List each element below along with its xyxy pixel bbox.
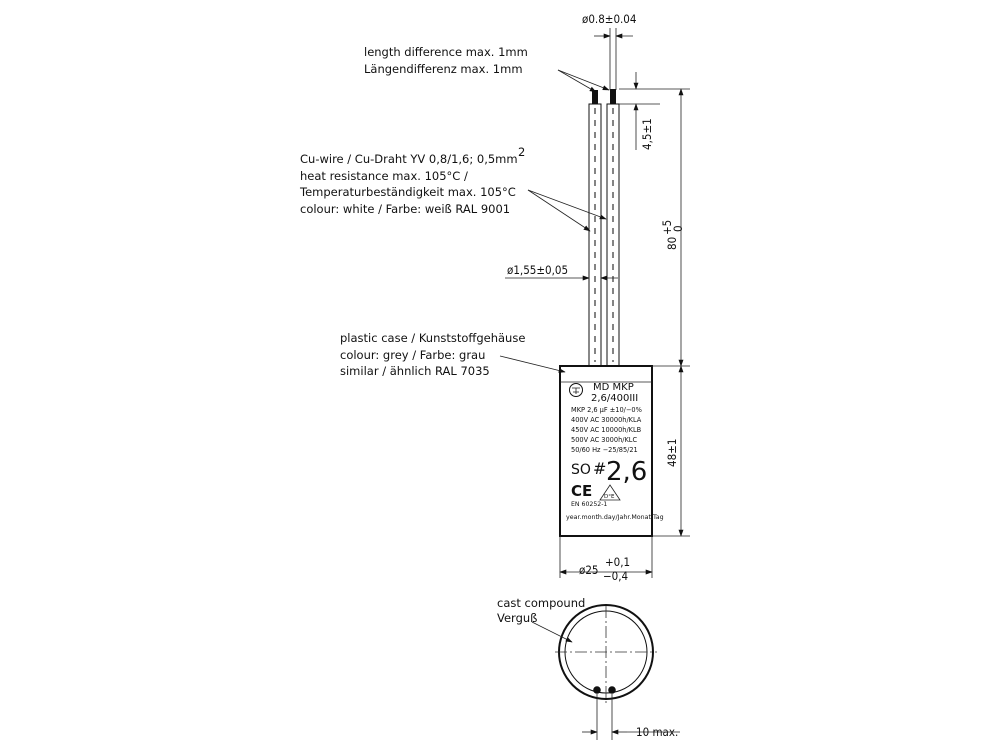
right-wire-bare-end [610, 89, 616, 104]
dim-lead-length: 80 +5 0 [652, 88, 690, 367]
note-compound-line2: Verguß [497, 611, 537, 625]
plastic-case [559, 365, 653, 537]
note-wire-line2: heat resistance max. 105°C / [300, 169, 468, 183]
label-brand-line1: MD MKP [593, 382, 634, 393]
brand-logo-icon [569, 383, 583, 397]
note-wire-spec: Cu-wire / Cu-Draht YV 0,8/1,6; 0,5mm 2 h… [299, 145, 607, 232]
note-length-difference: length difference max. 1mm Längendiffere… [364, 45, 610, 93]
dim-body-diameter-base: ø25 [579, 563, 599, 577]
dim-strip-length: 4,5±1 [619, 72, 690, 150]
wire-leads [588, 89, 620, 367]
ce-mark: CE [571, 482, 592, 500]
dim-body-height: 48±1 [652, 365, 690, 537]
dim-wire-diameter: ø0.8±0.04 [582, 12, 636, 90]
note-compound-line1: cast compound [497, 596, 585, 610]
dim-lead-length-tol-upper: +5 [660, 220, 674, 235]
note-case-line1: plastic case / Kunststoffgehäuse [340, 331, 525, 345]
capacitor-body [559, 365, 653, 537]
dim-body-diameter-tol-upper: +0,1 [605, 555, 630, 569]
case-label: MD MKP 2,6/400III MKP 2,6 µF ±10/−0% 400… [566, 382, 664, 521]
label-brand-line2: 2,6/400III [591, 393, 638, 404]
dim-lead-spacing: 10 max. [582, 694, 680, 740]
lead-hole-left [593, 686, 601, 694]
approval-mark-text: D°E [604, 494, 615, 500]
label-spec-3: 450V AC 10000h/KLB [571, 426, 642, 434]
label-model-prefix: SO [571, 462, 591, 478]
approval-triangle-icon [599, 484, 621, 501]
dim-lead-length-base: 80 [665, 237, 679, 250]
label-standard: EN 60252-1 [571, 501, 607, 508]
dim-lead-length-tol-lower: 0 [671, 225, 685, 232]
note-plastic-case: plastic case / Kunststoffgehäuse colour:… [340, 331, 566, 378]
label-spec-5: 50/60 Hz −25/85/21 [571, 446, 638, 454]
label-spec-4: 500V AC 3000h/KLC [571, 436, 637, 444]
dim-strip-length-text: 4,5±1 [640, 118, 654, 150]
note-wire-line1-sup: 2 [518, 145, 525, 159]
note-case-line3: similar / ähnlich RAL 7035 [340, 364, 490, 378]
label-spec-1: MKP 2,6 µF ±10/−0% [571, 406, 642, 414]
label-model-symbol: # [593, 459, 606, 478]
dim-insulation-diameter-text: ø1,55±0,05 [507, 263, 568, 277]
note-cast-compound: cast compound Verguß [497, 596, 585, 643]
dim-body-diameter-tol-lower: −0,4 [603, 569, 628, 583]
dim-body-diameter: ø25 +0,1 −0,4 [559, 536, 653, 583]
dim-body-height-text: 48±1 [665, 439, 679, 467]
dim-insulation-diameter: ø1,55±0,05 [505, 263, 618, 281]
note-wire-line1: Cu-wire / Cu-Draht YV 0,8/1,6; 0,5mm [300, 152, 518, 166]
dim-lead-spacing-text: 10 max. [636, 725, 678, 739]
note-wire-line4: colour: white / Farbe: weiß RAL 9001 [300, 202, 510, 216]
left-wire-bare-end [592, 90, 598, 104]
label-spec-2: 400V AC 30000h/KLA [571, 416, 642, 424]
note-length-diff-en: length difference max. 1mm [364, 45, 528, 59]
label-model-value: 2,6 [606, 457, 647, 487]
lead-hole-right [608, 686, 616, 694]
note-wire-line3: Temperaturbeständigkeit max. 105°C [299, 185, 516, 199]
note-length-diff-de: Längendifferenz max. 1mm [364, 62, 523, 76]
dim-wire-diameter-text: ø0.8±0.04 [582, 12, 636, 26]
bottom-view [555, 604, 657, 705]
note-case-line2: colour: grey / Farbe: grau [340, 348, 485, 362]
label-date-format: year.month.day/Jahr.Monat.Tag [566, 514, 664, 521]
